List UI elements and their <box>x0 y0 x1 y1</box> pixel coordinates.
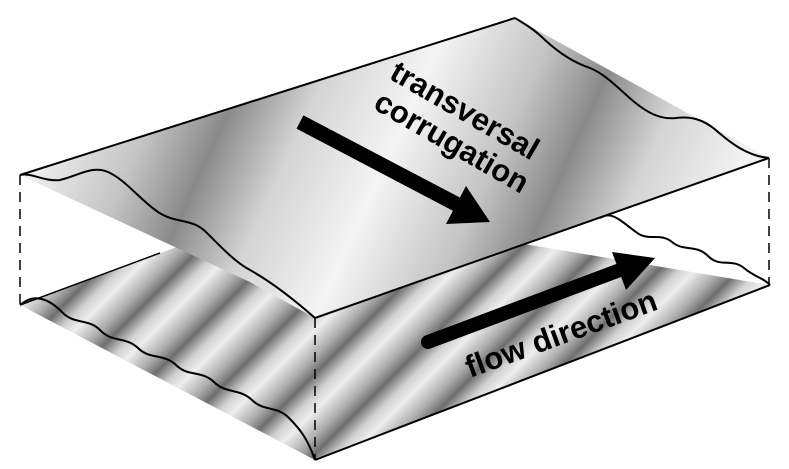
top-plate-front-edge <box>314 157 770 319</box>
bottom-plate-back-edge <box>19 252 161 306</box>
top-plate-back-edge <box>19 17 516 176</box>
bottom-plate-front-edge <box>314 284 771 461</box>
top-plate-right-edge <box>514 17 770 159</box>
plate-connector-lines <box>19 158 770 460</box>
arrow-up-right-icon <box>421 252 655 349</box>
top-plate-left-edge <box>19 168 316 319</box>
bottom-plate-surface <box>20 205 770 460</box>
bottom-plate-left-edge <box>19 297 316 461</box>
bottom-plate-right-edge <box>599 214 771 286</box>
bottom-plate <box>19 205 771 461</box>
arrow-down-right-icon <box>296 115 490 224</box>
